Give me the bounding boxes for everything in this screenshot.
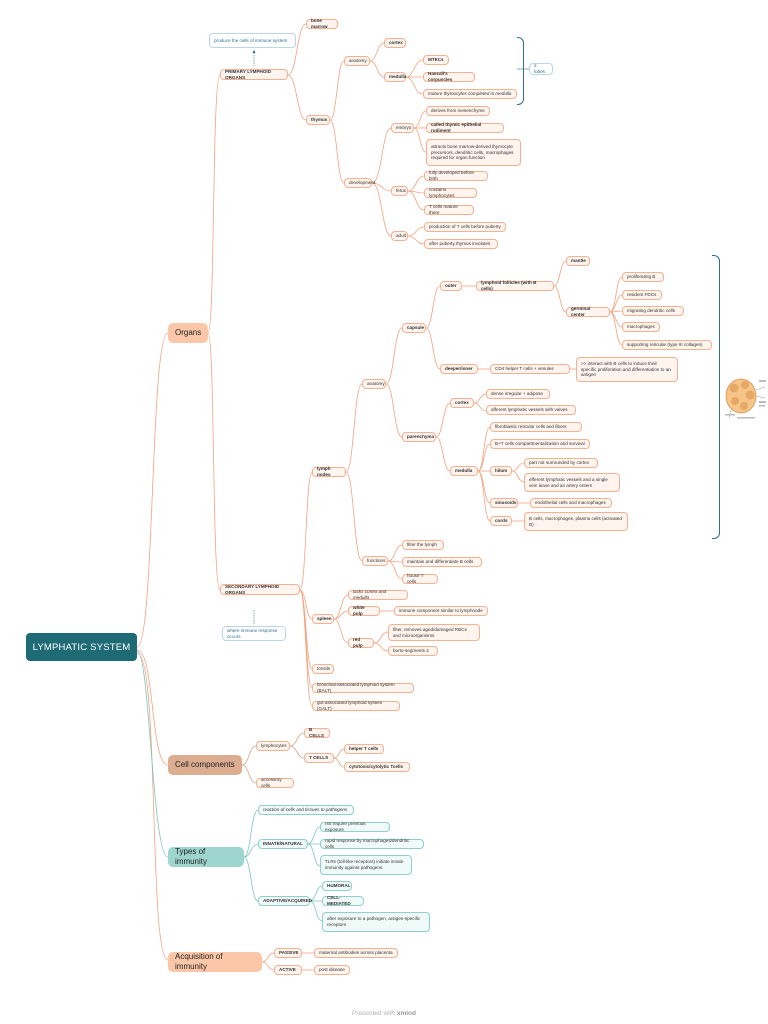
germinal-item[interactable]: resident FDCs (622, 290, 662, 300)
cords-item[interactable]: B cells, macrophages, plasma cells (acti… (524, 512, 628, 531)
spleen-lacks[interactable]: lacks cortex and medulla (348, 589, 408, 600)
red-pulp[interactable]: red pulp (348, 637, 374, 648)
ln-anatomy[interactable]: anatomy (362, 379, 386, 389)
embryo-item[interactable]: attracts bone marrow-derived thymocyte p… (426, 139, 521, 166)
secondary-note[interactable]: where immune response occurs (222, 626, 286, 641)
fetus-item[interactable]: contains lymphocytes (424, 187, 477, 198)
b-cells[interactable]: B CELLS (304, 727, 330, 738)
cords[interactable]: cords (490, 516, 512, 526)
lymphocytes[interactable]: lymphocytes (256, 741, 290, 751)
embryo-item[interactable]: derives from mesenchyme (426, 106, 490, 116)
mantle[interactable]: mantle (566, 256, 590, 266)
medulla-item[interactable]: MTECs (423, 55, 449, 65)
primary-lymphoid-organs[interactable]: PRIMARY LYMPHOID ORGANS (220, 69, 288, 80)
bone-marrow[interactable]: bone marrow (306, 18, 338, 29)
branch-cell-components[interactable]: Cell components (168, 755, 242, 775)
ln-functions[interactable]: functions (362, 556, 388, 566)
germinal-item[interactable]: proliferating B (622, 272, 664, 282)
dev-adult[interactable]: adult (391, 231, 408, 241)
humoral[interactable]: HUMORAL (322, 881, 352, 891)
footer-prefix: Presented with (352, 1010, 396, 1017)
capsule-deeper[interactable]: deeper/inner (440, 364, 478, 374)
lobes-bracket (517, 37, 524, 105)
t-cell-item[interactable]: cytotoxic/cytolytic Tcells (344, 762, 410, 772)
sinusoids-item[interactable]: endothelial cells and macrophages (530, 498, 612, 508)
branch-acquisition-of-immunity[interactable]: Acquisition of immunity (168, 952, 262, 972)
ln-parenchyma[interactable]: parenchyma (402, 432, 436, 442)
white-pulp-item[interactable]: immune component similar to lymphnode (394, 606, 488, 616)
function-item[interactable]: filter the lymph (402, 540, 444, 550)
medulla-item[interactable]: Hassall's corpuscles (423, 71, 475, 82)
medulla-item[interactable]: B+T cells compartmentalization and survi… (490, 439, 590, 449)
red-pulp-item[interactable]: filter, removes aged/damaged RBCs and mi… (388, 624, 480, 641)
hilum[interactable]: hilum (490, 466, 512, 476)
hilum-item[interactable]: part not surrounded by cortex (524, 458, 598, 468)
immunity-reaction[interactable]: reaction of cells and tissues to pathoge… (258, 805, 354, 815)
thymus-cortex[interactable]: cortex (384, 38, 406, 48)
ln-capsule[interactable]: capsule (402, 323, 426, 333)
germinal-item[interactable]: supporting reticular (type III collagen) (622, 340, 712, 350)
passive-item[interactable]: maternal antibodies across placenta (314, 948, 398, 958)
adaptive-note[interactable]: after exposure to a pathogen, antigen-sp… (322, 912, 430, 932)
lymphoid-follicles[interactable]: lymphoid follicles (with B cells) (476, 280, 554, 291)
balt[interactable]: bronchial-associated lymphoid system (BA… (312, 682, 414, 693)
parenchyma-cortex[interactable]: cortex (450, 398, 474, 408)
white-pulp[interactable]: white pulp (348, 605, 380, 616)
dev-fetus[interactable]: fetus (391, 186, 408, 196)
galt[interactable]: gut-associated lymphoid system (GALT) (312, 700, 400, 711)
active-item[interactable]: post disease (314, 965, 350, 975)
germinal-center[interactable]: germinal center (566, 306, 610, 317)
fetus-item[interactable]: fully developed before birth (424, 170, 488, 181)
xmind-logo: xmind (396, 1010, 416, 1017)
germinal-item[interactable]: migrating dendritic cells (622, 306, 684, 316)
root-node[interactable]: LYMPHATIC SYSTEM (26, 633, 137, 661)
cell-mediated[interactable]: CELL-MEDIATED (322, 895, 364, 906)
innate-item[interactable]: TLRs (toll-like receptors) initiate inna… (320, 855, 412, 875)
adaptive-acquired[interactable]: ADAPTIVE/ACQUIRED (258, 896, 312, 906)
innate-item[interactable]: rapid response by macrophages/dendritic … (320, 838, 424, 849)
medulla-item[interactable]: mature thymocytes completed in medulla (423, 89, 517, 99)
accessory-cells[interactable]: accessory cells (256, 777, 294, 788)
parenchyma-medulla[interactable]: medulla (450, 466, 478, 476)
germinal-item[interactable]: macrophages (622, 322, 660, 332)
capsule-outer[interactable]: outer (440, 281, 462, 291)
t-cell-item[interactable]: helper T cells (344, 744, 384, 754)
thymus-development[interactable]: development (344, 178, 375, 188)
cortex-item[interactable]: dense irregular + adipose (486, 389, 550, 399)
thymus-medulla[interactable]: medulla (384, 72, 406, 82)
lymph-nodes[interactable]: lymph nodes (312, 466, 346, 477)
cortex-item[interactable]: afferent lymphatic vessels with valves (486, 405, 576, 415)
medulla-item[interactable]: fibroblastic reticular cells and fibers (490, 422, 582, 432)
cd4-note[interactable]: >> interact with B cells to induce their… (576, 357, 678, 382)
cd4-helper[interactable]: CD4 helper T cells + venules (490, 364, 570, 374)
footer-credit: Presented with xmind (0, 1010, 768, 1017)
hilum-item[interactable]: efferent lymphatic vessels and a single … (524, 473, 620, 492)
innate-item[interactable]: not require previous exposure (320, 821, 390, 832)
branch-types-of-immunity[interactable]: Types of immunity (168, 847, 244, 867)
secondary-lymphoid-organs[interactable]: SECONDARY LYMPHOID ORGANS (220, 584, 300, 595)
function-item[interactable]: maintain and differentiate B cells (402, 557, 482, 567)
sinusoids[interactable]: sinusoids (490, 498, 518, 508)
tonsils[interactable]: tonsils (312, 664, 334, 674)
function-item[interactable]: house T cells (402, 573, 438, 584)
passive[interactable]: PASSIVE (274, 948, 302, 958)
lymph-node-bracket (712, 255, 720, 539)
spleen[interactable]: spleen (312, 614, 334, 624)
dev-embryo[interactable]: embryo (391, 123, 414, 133)
primary-note[interactable]: produce the cells of immune system (209, 33, 296, 48)
thymus[interactable]: thymus (306, 115, 330, 125)
fetus-item[interactable]: T cells mature there (424, 204, 474, 215)
lymph-node-diagram (723, 374, 767, 420)
embryo-item[interactable]: called thymic epithelial rudiment (426, 122, 504, 133)
innate-natural[interactable]: INNATE/NATURAL (258, 839, 308, 849)
lobes-note[interactable]: 2 lobes (529, 63, 553, 75)
active[interactable]: ACTIVE (274, 965, 302, 975)
branch-organs[interactable]: Organs (168, 323, 208, 343)
red-pulp-item[interactable]: burto-segments 2 (388, 646, 438, 656)
adult-item[interactable]: after puberty thymus involutes (424, 239, 498, 249)
thymus-anatomy[interactable]: anatomy (344, 56, 370, 66)
adult-item[interactable]: production of T cells before puberty (424, 222, 506, 232)
t-cells[interactable]: T CELLS (304, 753, 334, 763)
